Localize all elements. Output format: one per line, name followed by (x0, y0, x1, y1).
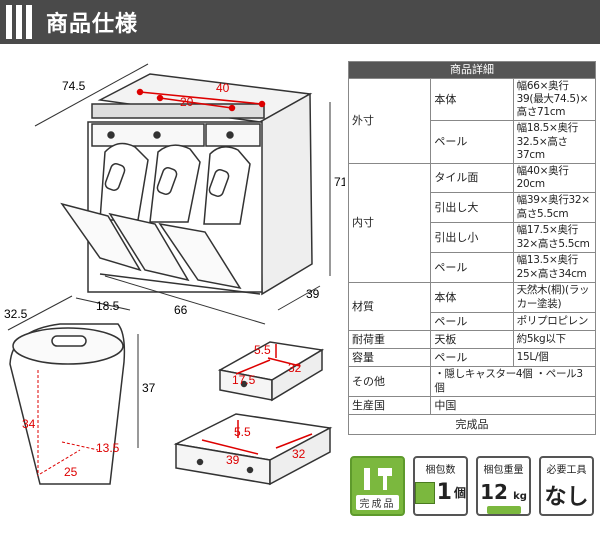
scale-icon (486, 506, 521, 514)
spec-value: ・隠しキャスター4個 ・ペール3個 (430, 366, 596, 397)
section-title: 商品仕様 (46, 12, 139, 37)
dim-small-5-5: 5.5 (254, 343, 271, 357)
spec-sub: 本体 (430, 77, 514, 122)
dim-74-5: 74.5 (62, 79, 86, 93)
spec-sub: 天板 (430, 330, 514, 349)
badge-tools-needed: 必要工具 なし (539, 456, 594, 516)
spec-value: 幅17.5×奥行32×高さ5.5cm (512, 222, 597, 253)
tools-icon (363, 468, 392, 490)
large-drawer-drawing (173, 413, 333, 486)
badge-assembled: 完成品 (350, 456, 405, 516)
group-origin: 生産国 (347, 396, 432, 415)
product-illustration: 74.5 40 20 71 39 66 32.5 18.5 37 34 13.5… (4, 63, 345, 486)
spec-value: 中国 (430, 396, 596, 415)
spec-value: 15L/個 (512, 348, 597, 367)
badge-big: 1 (436, 480, 452, 505)
badge-package-count: 梱包数 1 個 (413, 456, 468, 516)
dim-32-5: 32.5 (4, 307, 28, 321)
spec-value: ポリプロピレン (512, 312, 597, 331)
badge-unit: 個 (453, 486, 466, 500)
badge-big: 12 (480, 480, 508, 504)
dim-66: 66 (174, 303, 188, 317)
dim-small-32: 32 (288, 361, 302, 375)
spec-value: 幅18.5×奥行32.5×高さ37cm (512, 120, 597, 164)
spec-sub: ペール (430, 312, 514, 331)
dim-37: 37 (142, 381, 156, 395)
header-bars-decoration (6, 5, 32, 39)
spec-value: 幅40×奥行20cm (512, 162, 597, 194)
spec-heading: 商品詳細 (348, 61, 596, 79)
spec-sub: タイル面 (430, 162, 514, 194)
dimension-lines (34, 63, 331, 325)
spec-value: 幅13.5×奥行25×高さ34cm (512, 252, 597, 283)
dim-39: 39 (306, 287, 320, 301)
spec-value: 約5kg以下 (512, 330, 597, 349)
dim-large-39: 39 (226, 453, 240, 467)
pail-inner-dims (37, 370, 99, 476)
spec-sub: 引出し大 (430, 192, 514, 223)
badge-top: 必要工具 (546, 465, 587, 476)
spec-sub: ペール (430, 120, 514, 164)
badge-row: 完成品 梱包数 1 個 梱包重量 12 kg 必要工具 なし (350, 456, 594, 516)
dim-small-17-5: 17.5 (232, 373, 256, 387)
spec-sub: 引出し小 (430, 222, 514, 253)
dim-13-5: 13.5 (96, 441, 120, 455)
small-drawer-drawing (217, 341, 325, 402)
red-dimension-lines (136, 88, 266, 112)
group-capacity: 容量 (347, 348, 432, 367)
badge-package-weight: 梱包重量 12 kg (476, 456, 531, 516)
section-header: 商品仕様 (0, 0, 600, 44)
badge-top: 梱包重量 (483, 465, 524, 476)
spec-footer: 完成品 (348, 414, 596, 435)
group-load: 耐荷重 (347, 330, 432, 349)
spec-value: 幅39×奥行32×高さ5.5cm (512, 192, 597, 223)
group-inner: 内寸 (347, 162, 432, 284)
badge-assembled-label: 完成品 (356, 495, 399, 510)
badge-top: 梱包数 (425, 465, 456, 476)
spec-sub: 本体 (430, 282, 514, 313)
dim-25: 25 (64, 465, 78, 479)
group-other: その他 (347, 366, 432, 397)
spec-value: 幅66×奥行39(最大74.5)×高さ71cm (512, 77, 597, 122)
dim-40: 40 (216, 81, 230, 95)
dim-large-32: 32 (292, 447, 306, 461)
group-material: 材質 (347, 282, 432, 331)
dim-20: 20 (180, 95, 194, 109)
dim-34: 34 (22, 417, 36, 431)
spec-sub: ペール (430, 252, 514, 283)
badge-big: なし (544, 485, 589, 510)
spec-table: 商品詳細 外寸 本体 幅66×奥行39(最大74.5)×高さ71cm ペール 幅… (347, 61, 597, 435)
dim-large-5-5: 5.5 (234, 425, 251, 439)
badge-unit: kg (513, 491, 527, 502)
dim-71: 71 (334, 175, 345, 189)
group-outer: 外寸 (347, 78, 432, 164)
cabinet-drawing (60, 73, 313, 296)
spec-value: 天然木(桐)(ラッカー塗装) (512, 282, 597, 313)
spec-sub: ペール (430, 348, 514, 367)
pail-drawing (9, 323, 126, 485)
box-icon (415, 481, 435, 504)
dim-18-5: 18.5 (96, 299, 120, 313)
